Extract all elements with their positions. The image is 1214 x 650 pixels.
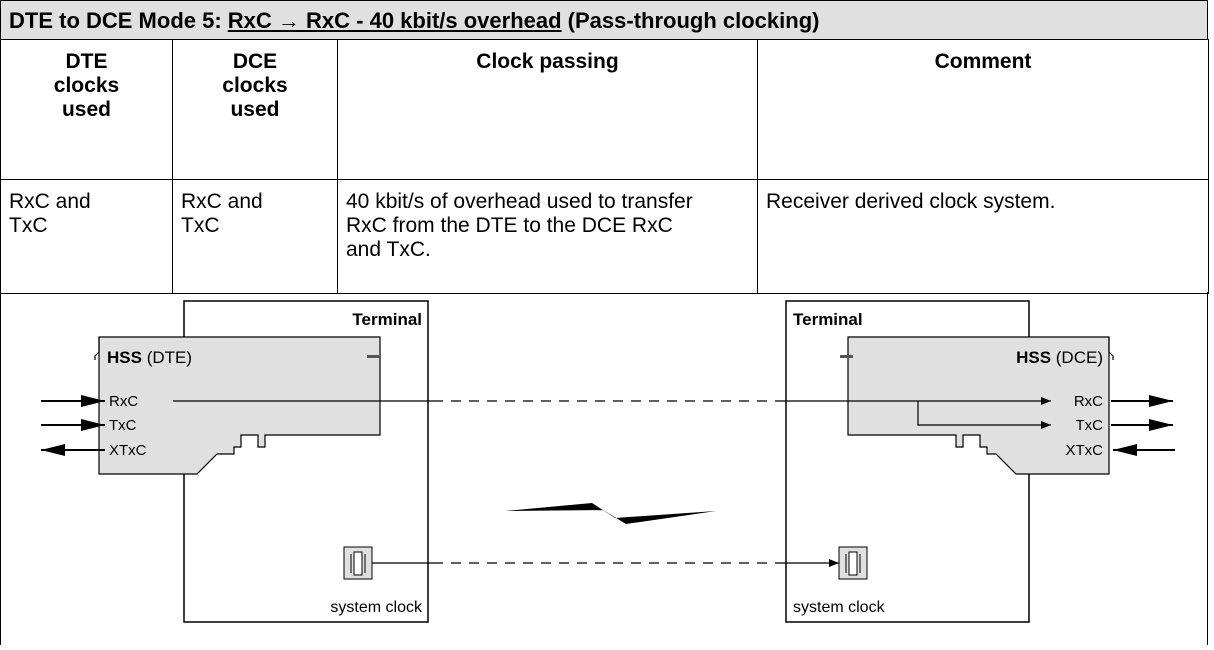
header-clock-passing: Clock passing bbox=[337, 39, 758, 180]
header-comment: Comment bbox=[757, 39, 1209, 180]
cell-comment: Receiver derived clock system. bbox=[757, 179, 1209, 294]
right-system-clock-icon bbox=[838, 546, 868, 580]
cell-dce-clocks: RxC and TxC bbox=[172, 179, 338, 294]
right-signal-rxc: RxC bbox=[1074, 393, 1103, 410]
right-hss-label: HSS (DCE) bbox=[1016, 348, 1103, 367]
right-signal-txc: TxC bbox=[1076, 417, 1104, 434]
header-dte-clocks-used: DTE clocks used bbox=[0, 39, 173, 180]
table-row: RxC and TxC RxC and TxC 40 kbit/s of ove… bbox=[0, 179, 1209, 294]
title-suffix: (Pass-through clocking) bbox=[561, 8, 820, 33]
left-hss-card bbox=[98, 336, 381, 475]
clocking-diagram-box: Terminal HSS (DTE) RxC TxC XTxC Terminal bbox=[0, 292, 1208, 645]
left-terminal-label: Terminal bbox=[352, 310, 422, 329]
clock-mode-table: DTE clocks used DCE clocks used Clock pa… bbox=[0, 39, 1209, 294]
cell-dte-clocks: RxC and TxC bbox=[0, 179, 173, 294]
right-terminal-label: Terminal bbox=[793, 310, 863, 329]
left-signal-rxc: RxC bbox=[109, 393, 138, 410]
right-system-clock-label: system clock bbox=[793, 599, 886, 616]
mode-title: DTE to DCE Mode 5: RxC → RxC - 40 kbit/s… bbox=[0, 0, 1208, 40]
table-header-row: DTE clocks used DCE clocks used Clock pa… bbox=[0, 39, 1209, 180]
cell-clock-passing: 40 kbit/s of overhead used to transfer R… bbox=[337, 179, 758, 294]
left-signal-txc: TxC bbox=[109, 417, 137, 434]
right-hss-card bbox=[847, 336, 1110, 475]
rxc-to-txc-branch bbox=[917, 401, 1051, 429]
radio-link-symbol bbox=[505, 503, 716, 524]
left-system-clock-icon bbox=[343, 546, 373, 580]
left-system-clock-label: system clock bbox=[330, 599, 423, 616]
left-signal-xtxc: XTxC bbox=[109, 442, 147, 459]
right-signal-xtxc: XTxC bbox=[1066, 442, 1104, 459]
clocking-diagram: Terminal HSS (DTE) RxC TxC XTxC Terminal bbox=[41, 300, 1175, 623]
title-prefix: DTE to DCE Mode 5: bbox=[9, 8, 228, 33]
title-underlined: RxC → RxC - 40 kbit/s overhead bbox=[227, 8, 562, 33]
left-hss-label: HSS (DTE) bbox=[107, 348, 192, 367]
header-dce-clocks-used: DCE clocks used bbox=[172, 39, 338, 180]
